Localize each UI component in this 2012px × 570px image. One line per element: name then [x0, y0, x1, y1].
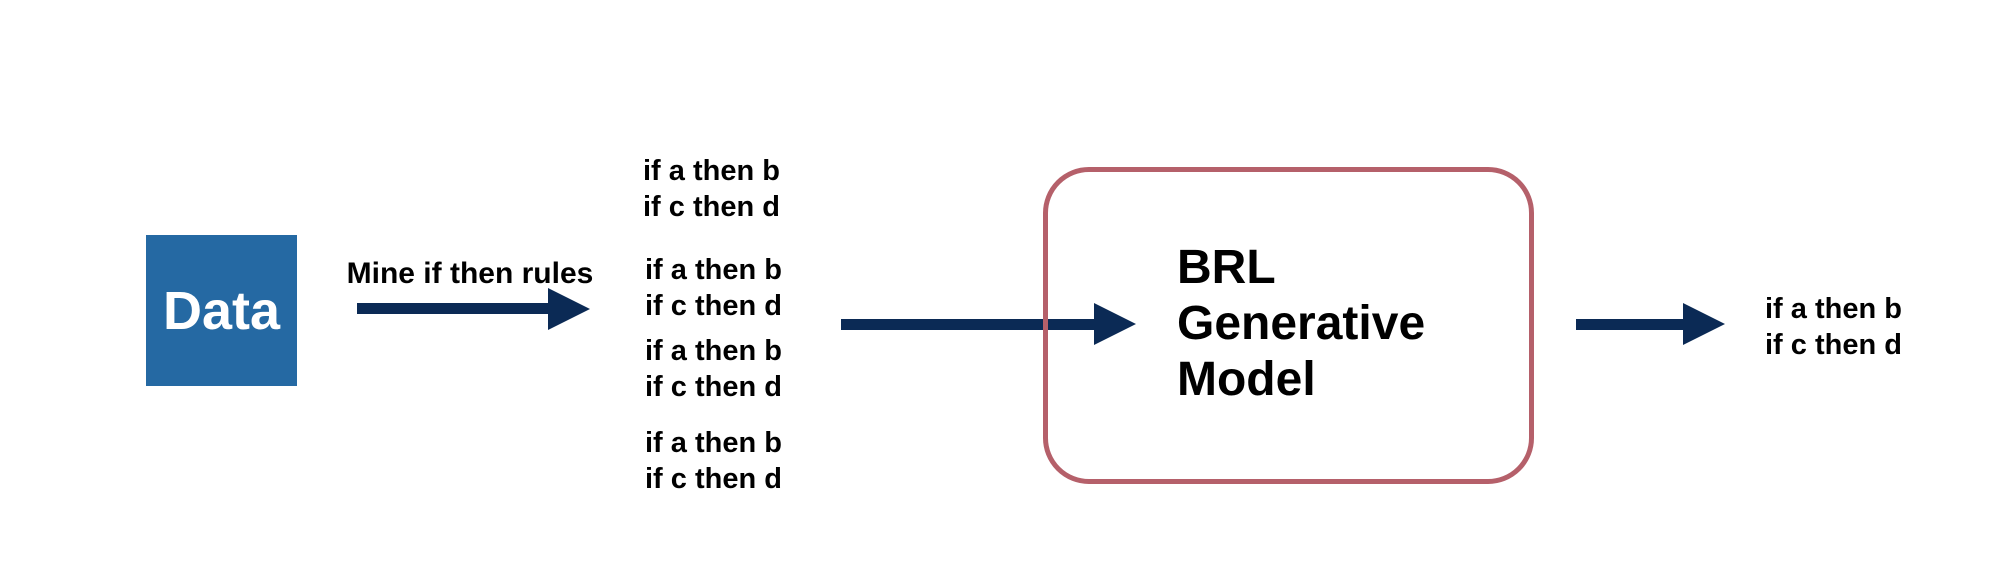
output-rule-line: if a then b — [1765, 293, 1902, 325]
output-rule-line: if c then d — [1765, 329, 1902, 361]
model-title-line: Generative — [1177, 297, 1426, 350]
arrow-rules-to-model — [841, 303, 1136, 345]
rule-group-2: if a then b if c then d — [645, 252, 782, 324]
rule-line: if a then b — [643, 155, 780, 187]
data-box-label: Data — [162, 280, 281, 341]
rule-line: if a then b — [645, 335, 782, 367]
rule-line: if a then b — [645, 254, 782, 286]
rule-line: if c then d — [645, 371, 782, 403]
brl-model-box — [1043, 167, 1534, 484]
arrow-model-to-output — [1576, 303, 1725, 345]
mine-rules-label: Mine if then rules — [346, 257, 594, 290]
rule-line: if a then b — [645, 427, 782, 459]
rule-line: if c then d — [643, 191, 780, 223]
rule-group-3: if a then b if c then d — [645, 333, 782, 405]
arrow-data-to-rules — [357, 288, 590, 330]
output-rules: if a then b if c then d — [1765, 291, 1902, 363]
rule-group-4: if a then b if c then d — [645, 425, 782, 497]
rule-group-1: if a then b if c then d — [643, 153, 780, 225]
data-box: Data — [146, 235, 297, 386]
brl-model-title: BRL Generative Model — [1177, 240, 1425, 408]
model-title-line: Model — [1177, 353, 1316, 406]
model-title-line: BRL — [1177, 241, 1276, 294]
rule-line: if c then d — [645, 290, 782, 322]
rule-line: if c then d — [645, 463, 782, 495]
